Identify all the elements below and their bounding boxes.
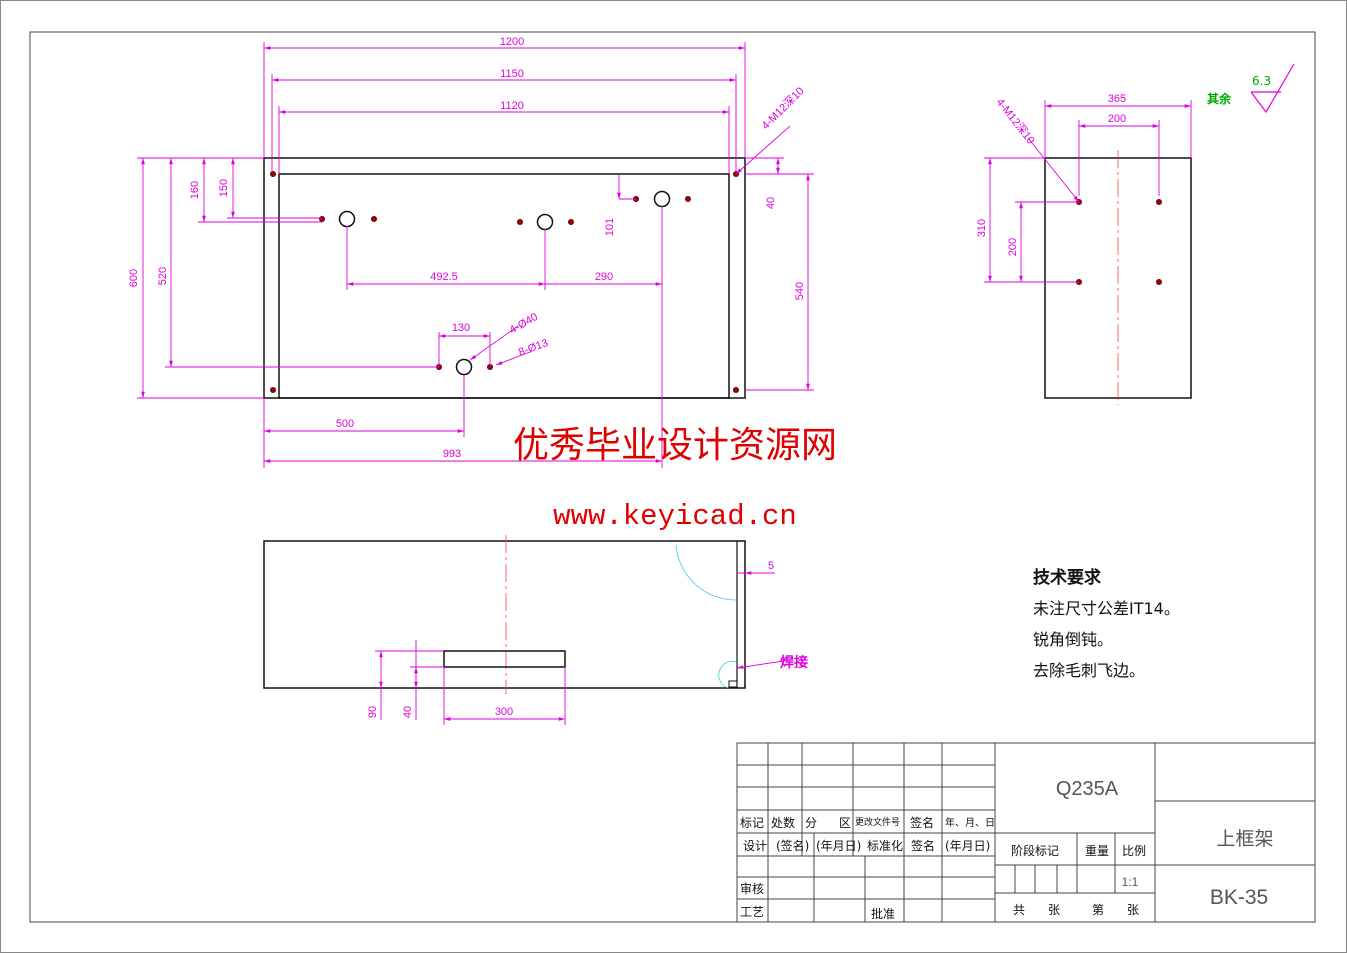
dim-520: 520 <box>157 267 169 285</box>
front-dimension-lines <box>137 42 814 468</box>
tb-change-doc: 更改文件号 <box>855 816 900 828</box>
tb-weight: 重量 <box>1085 844 1109 858</box>
tech-item: 去除毛刺飞边。 <box>1033 661 1145 680</box>
dim-150: 150 <box>218 179 230 197</box>
tb-stage-mark: 阶段标记 <box>1011 843 1059 858</box>
title-block <box>736 742 1316 923</box>
tech-item: 锐角倒钝。 <box>1033 630 1113 649</box>
tb-total: 共 <box>1013 903 1025 917</box>
bottom-dim-40: 40 <box>402 706 414 718</box>
tb-sign: 签名 <box>910 815 934 830</box>
dim-101: 101 <box>604 218 616 236</box>
dim-500: 500 <box>336 418 354 430</box>
tb-approve: 批准 <box>871 906 895 921</box>
tb-sign2: 签名 <box>911 838 935 853</box>
bottom-dim-300: 300 <box>495 706 513 718</box>
thread-note: 4-M12深10 <box>759 84 807 132</box>
dim-1120: 1120 <box>500 100 524 112</box>
part-name: 上框架 <box>1216 828 1273 850</box>
finish-value: 6.3 <box>1252 74 1271 88</box>
tb-mark: 标记 <box>740 816 764 830</box>
bottom-outline <box>263 540 746 689</box>
dim-1200: 1200 <box>500 36 524 48</box>
thread-hole <box>270 387 276 393</box>
watermark-title: 优秀毕业设计资源网 <box>513 425 837 466</box>
weld-arc <box>675 544 738 601</box>
tb-zone-a: 分 <box>805 816 817 830</box>
tb-number: 第 <box>1092 903 1104 917</box>
finish-rest-label: 其余 <box>1207 91 1232 106</box>
tb-standard: 标准化 <box>867 839 903 853</box>
small-hole <box>517 219 523 225</box>
front-inner-outline <box>278 173 730 399</box>
watermark-url: www.keyicad.cn <box>553 500 797 533</box>
tech-item: 未注尺寸公差IT14。 <box>1033 599 1180 618</box>
drawing-number: BK-35 <box>1210 886 1268 909</box>
hole-note-40: 4-Ø40 <box>508 311 540 337</box>
front-view: 1200 1150 1120 4-M12深10 600 520 160 150 … <box>128 36 814 468</box>
small-hole <box>371 216 377 222</box>
thread-hole <box>1156 199 1162 205</box>
large-hole <box>653 190 671 208</box>
bottom-dim-90: 90 <box>367 706 379 718</box>
dim-1150: 1150 <box>500 68 524 80</box>
tech-title: 技术要求 <box>1033 567 1101 588</box>
side-dim-365: 365 <box>1108 93 1126 105</box>
side-dim-200-top: 200 <box>1108 113 1126 125</box>
tb-review: 审核 <box>740 881 764 896</box>
large-holes <box>338 190 671 376</box>
dim-993: 993 <box>443 448 461 460</box>
small-holes <box>319 196 691 370</box>
thread-hole <box>733 387 739 393</box>
thread-hole <box>1156 279 1162 285</box>
small-hole <box>319 216 325 222</box>
bottom-dim-5: 5 <box>768 560 774 572</box>
front-dimension-texts: 1200 1150 1120 4-M12深10 600 520 160 150 … <box>128 36 807 460</box>
tb-sign-paren: (签名) <box>776 838 809 853</box>
dim-540: 540 <box>794 282 806 300</box>
tb-date-paren: (年月日) <box>816 839 861 853</box>
tb-count: 处数 <box>771 815 795 830</box>
small-hole <box>568 219 574 225</box>
tb-sheet: 张 <box>1127 903 1139 917</box>
dim-40: 40 <box>765 197 777 209</box>
large-hole <box>338 210 356 228</box>
scale-value: 1:1 <box>1122 875 1139 889</box>
side-dim-200-left: 200 <box>1007 238 1019 256</box>
tb-design: 设计 <box>743 839 767 853</box>
side-view: 365 200 4-M12深10 310 200 <box>976 93 1192 405</box>
slot-outline <box>443 650 566 668</box>
material: Q235A <box>1056 778 1119 800</box>
tech-requirements: 技术要求 未注尺寸公差IT14。 锐角倒钝。 去除毛刺飞边。 <box>1033 567 1180 680</box>
bottom-view: 5 90 40 300 焊接 <box>263 535 808 725</box>
dim-600: 600 <box>128 269 140 287</box>
dim-130: 130 <box>452 322 470 334</box>
dim-290: 290 <box>595 271 613 283</box>
drawing-frame <box>29 31 1316 923</box>
large-hole <box>455 358 473 376</box>
tb-process: 工艺 <box>740 905 764 919</box>
thread-hole <box>270 171 276 177</box>
tb-zone-b: 区 <box>839 816 851 830</box>
tb-date: 年、月、日 <box>945 816 995 829</box>
tb-sheets: 张 <box>1048 903 1060 917</box>
tb-date-paren2: (年月日) <box>945 839 990 853</box>
weld-note: 焊接 <box>780 654 808 670</box>
surface-finish-symbol: 其余 6.3 <box>1207 63 1295 114</box>
side-dim-310: 310 <box>976 219 988 237</box>
dim-160: 160 <box>189 181 201 199</box>
tb-ratio: 比例 <box>1122 844 1146 858</box>
side-thread-note: 4-M12深10 <box>994 96 1038 147</box>
large-hole <box>536 213 554 231</box>
corner-holes <box>270 171 739 393</box>
title-block-texts: Q235A 上框架 BK-35 1:1 标记 处数 分 区 更改文件号 签名 年… <box>740 778 1274 921</box>
small-hole <box>685 196 691 202</box>
dim-492-5: 492.5 <box>430 271 458 283</box>
hole-note-13: 8-Ø13 <box>517 337 550 359</box>
